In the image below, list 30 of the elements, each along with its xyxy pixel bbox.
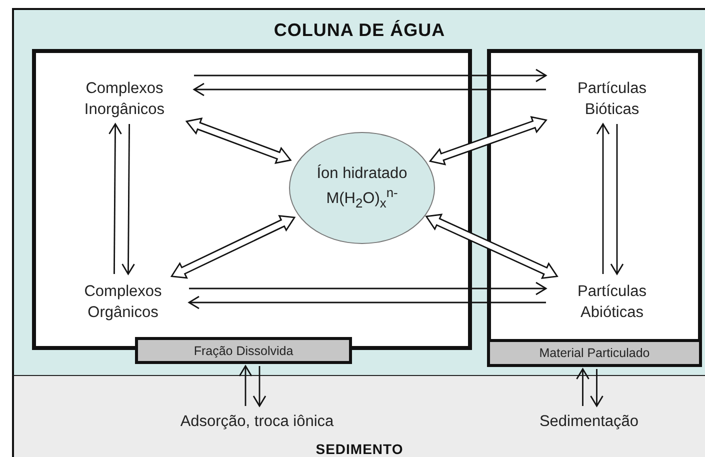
- section-tab-label: Material Particulado: [487, 339, 702, 367]
- hollow-arrow: [428, 116, 548, 166]
- arrow: [122, 124, 135, 275]
- arrow: [576, 368, 590, 406]
- section-tab-label: Fração Dissolvida: [135, 337, 352, 364]
- fraction-box: [32, 49, 472, 364]
- arrow: [590, 369, 604, 407]
- arrow: [252, 366, 266, 407]
- compartment-label: Partículas Abióticas: [576, 282, 648, 322]
- hollow-arrow: [170, 214, 296, 279]
- section-title: COLUNA DE ÁGUA: [272, 20, 446, 41]
- section-title: SEDIMENTO: [314, 441, 404, 457]
- arrow: [610, 124, 624, 275]
- compartment-label: Partículas Bióticas: [576, 79, 648, 120]
- compartment-label: Complexos Inorgânicos: [83, 79, 166, 120]
- arrow: [188, 296, 546, 310]
- arrow: [194, 68, 547, 82]
- hollow-arrow: [185, 117, 292, 164]
- compartment-label: Sedimentação: [539, 412, 639, 432]
- sediment-band: [12, 375, 705, 457]
- arrow: [108, 123, 122, 274]
- water-column-panel: [12, 8, 705, 375]
- arrow: [596, 123, 610, 274]
- arrow: [238, 365, 252, 406]
- arrow: [189, 282, 547, 296]
- compartment-label: Adsorção, troca iônica: [180, 412, 334, 432]
- fraction-box: [487, 49, 702, 367]
- compartment-label: Complexos Orgânicos: [83, 282, 163, 322]
- hollow-arrow: [425, 214, 558, 280]
- arrow: [193, 82, 546, 96]
